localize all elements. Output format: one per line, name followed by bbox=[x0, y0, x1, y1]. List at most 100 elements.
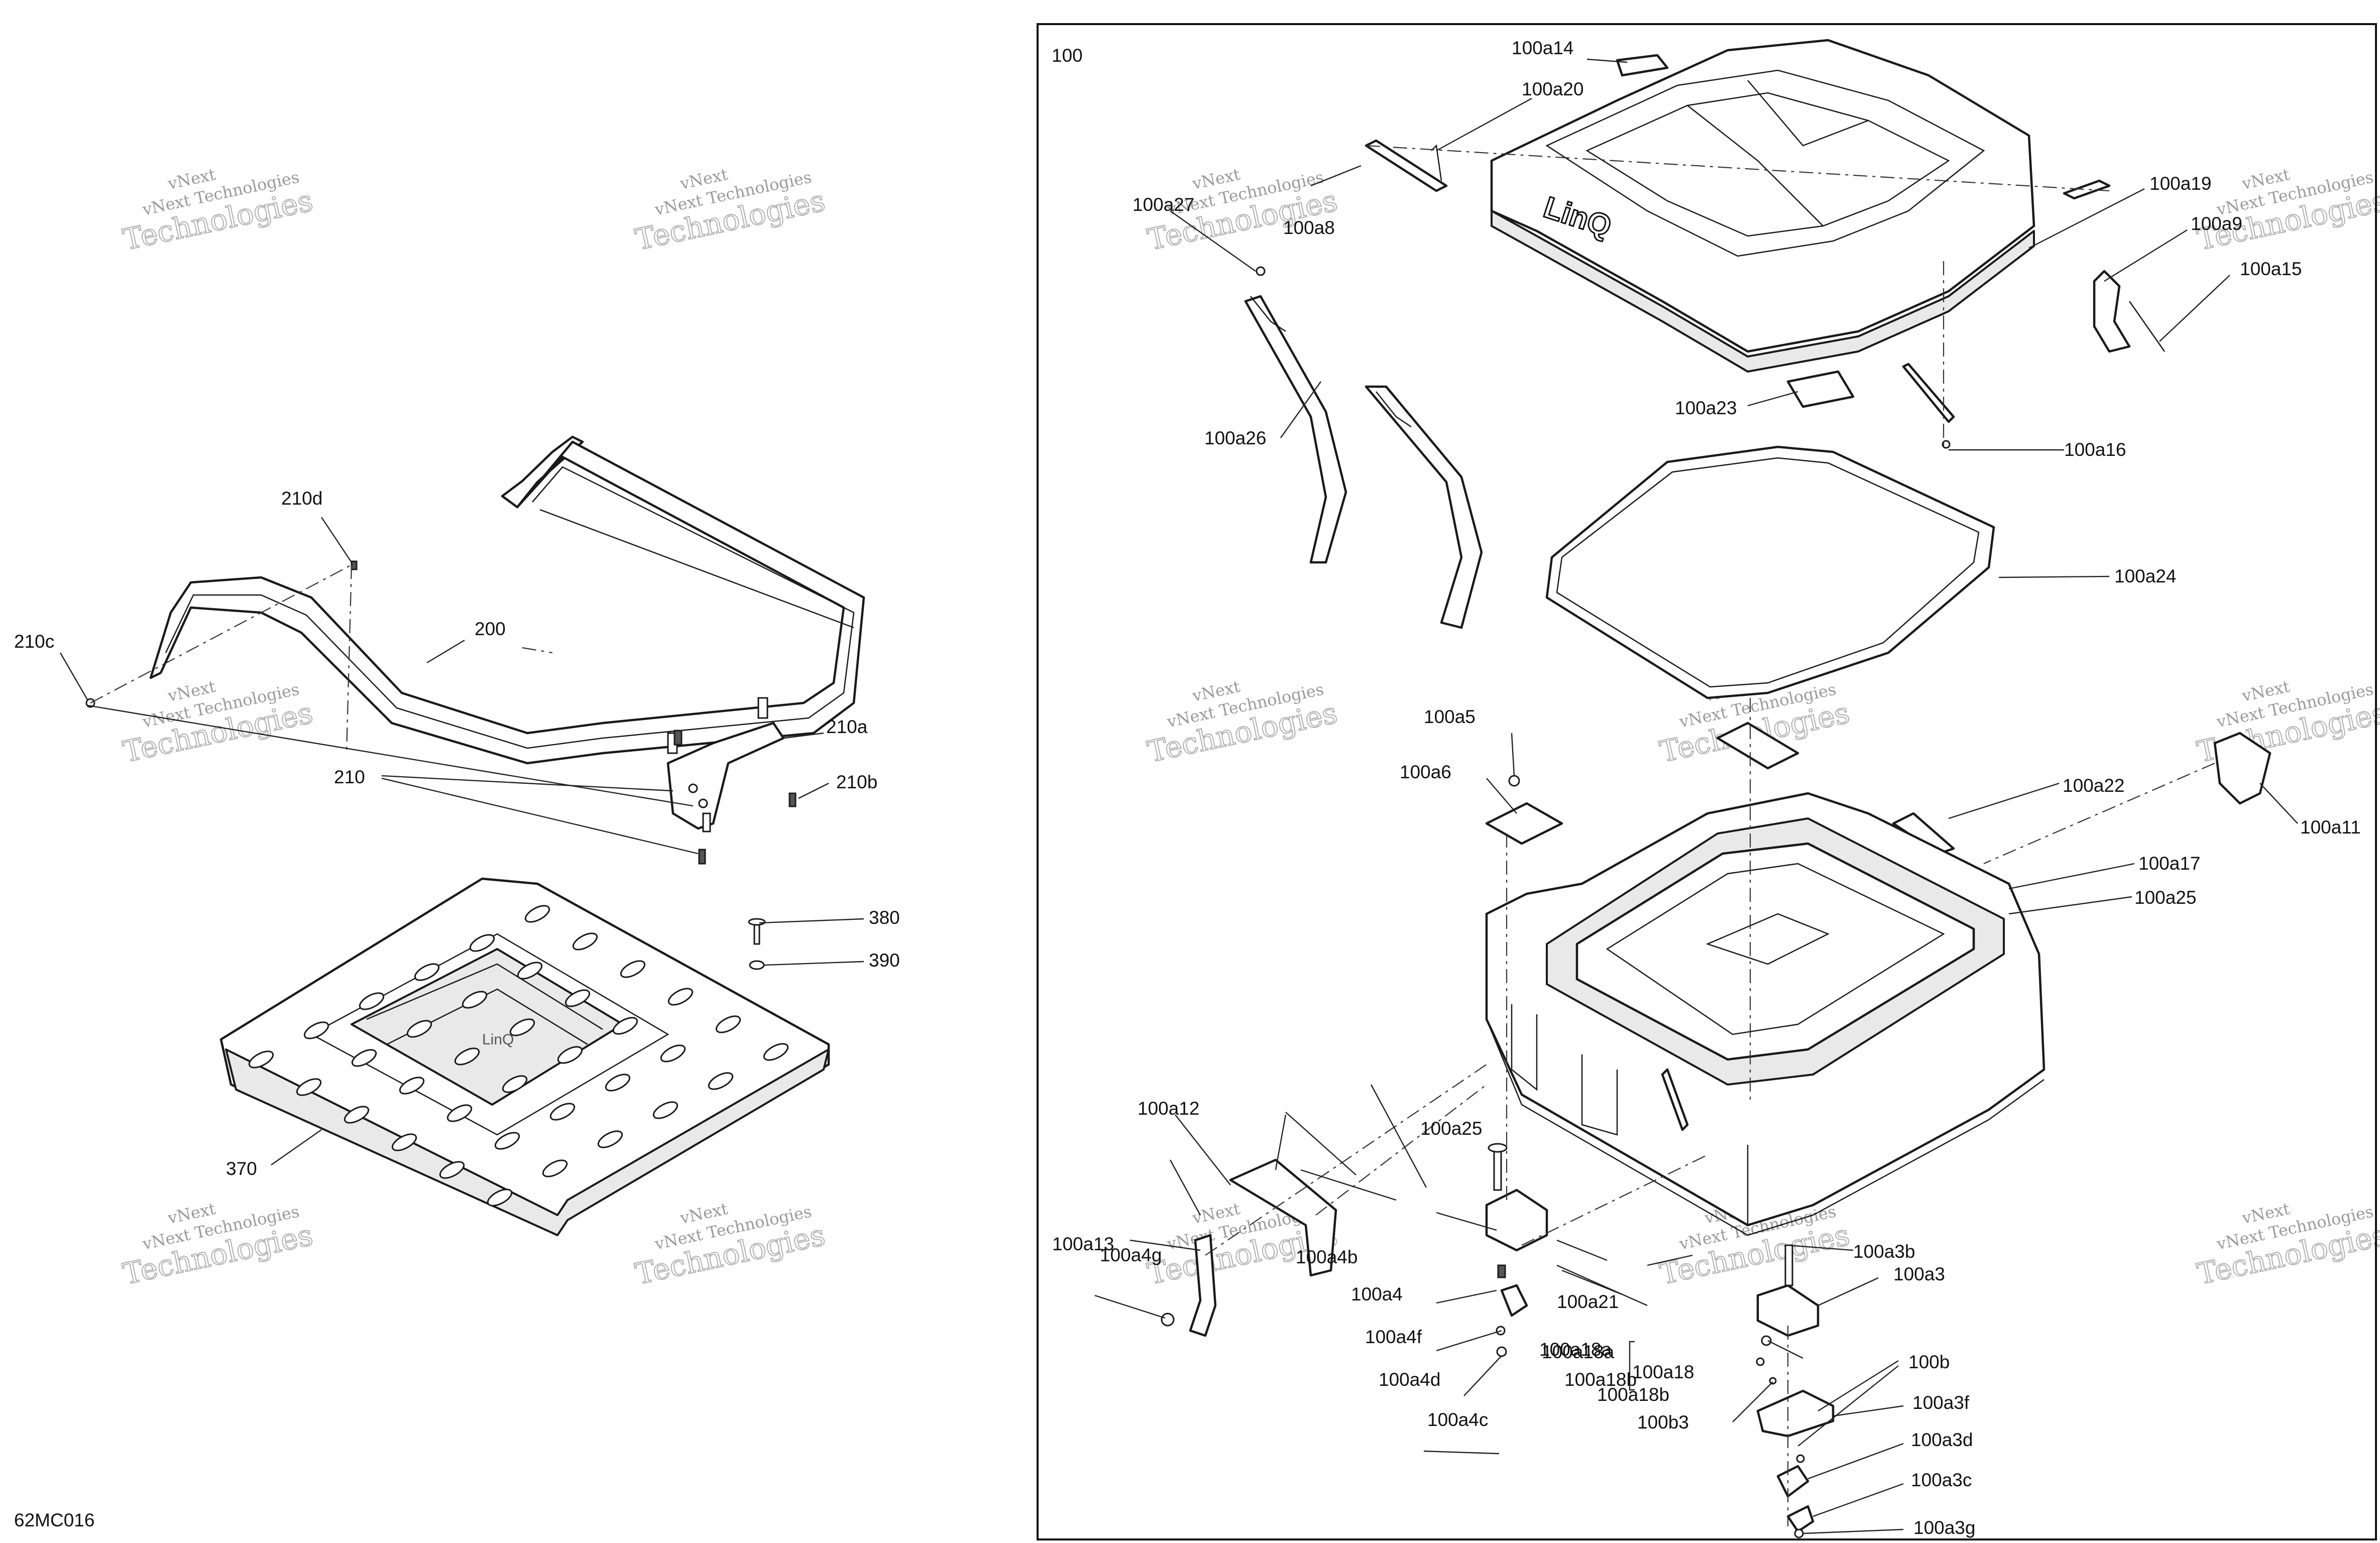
rack-slot bbox=[406, 1020, 432, 1038]
rack-slot bbox=[708, 1072, 734, 1090]
callout-100a18b: 100a18b bbox=[1564, 1369, 1637, 1390]
leaders-left bbox=[59, 517, 864, 1165]
callout-100b3: 100b3 bbox=[1637, 1412, 1689, 1433]
callout-100a12: 100a12 bbox=[1138, 1098, 1199, 1119]
rack-slot bbox=[524, 905, 550, 923]
rack-slot bbox=[564, 989, 591, 1007]
rack-slot bbox=[391, 1133, 417, 1151]
bracket-210-drawing bbox=[666, 722, 785, 833]
rack-slot bbox=[542, 1159, 568, 1177]
callout-370: 370 bbox=[226, 1158, 257, 1179]
rack-slot bbox=[597, 1130, 623, 1148]
rack-slot bbox=[549, 1103, 576, 1121]
rack-slot bbox=[605, 1074, 631, 1092]
rack-slot bbox=[462, 991, 488, 1009]
rack-slot bbox=[502, 1075, 528, 1093]
group-label: 100 bbox=[1052, 45, 1083, 66]
callout-390: 390 bbox=[869, 950, 900, 971]
seal-drawing bbox=[1545, 445, 1995, 699]
rack-slot bbox=[414, 963, 440, 981]
rack-slot bbox=[454, 1047, 480, 1065]
callout-100a24: 100a24 bbox=[2114, 566, 2176, 586]
callout-100a22: 100a22 bbox=[2063, 775, 2124, 796]
rack-slot bbox=[303, 1021, 329, 1039]
leaders-right bbox=[1094, 58, 2298, 1534]
latch-assemblies bbox=[1161, 1143, 1835, 1538]
rack-slot bbox=[509, 1018, 535, 1036]
hardware-left bbox=[85, 560, 797, 970]
callout-210c: 210c bbox=[14, 631, 54, 652]
rack-slot bbox=[715, 1015, 741, 1033]
callout-210b: 210b bbox=[836, 772, 877, 792]
rack-slot bbox=[399, 1077, 425, 1095]
callout-100b: 100b bbox=[1908, 1352, 1950, 1372]
group-100-frame bbox=[1037, 23, 2377, 1540]
callout-100a4d: 100a4d bbox=[1379, 1369, 1440, 1390]
callout-100a5: 100a5 bbox=[1424, 706, 1476, 727]
callout-100a17: 100a17 bbox=[2138, 853, 2200, 874]
callout-100a4b: 100a4b bbox=[1296, 1247, 1357, 1267]
callout-100a3b: 100a3b bbox=[1853, 1241, 1915, 1262]
rack-plate-370-drawing: LinQ bbox=[219, 877, 830, 1236]
rack-slot bbox=[296, 1078, 322, 1096]
rack-slot bbox=[487, 1189, 513, 1207]
callout-100a18b: 100a18b bbox=[1597, 1384, 1669, 1405]
callout-100a25: 100a25 bbox=[1420, 1118, 1482, 1139]
rack-slot bbox=[248, 1050, 274, 1069]
callout-100a3d: 100a3d bbox=[1911, 1430, 1973, 1450]
callout-100a14: 100a14 bbox=[1512, 38, 1573, 58]
rack-slot bbox=[351, 1049, 377, 1067]
rack-slot bbox=[439, 1161, 465, 1179]
callout-100a18a: 100a18a bbox=[1542, 1342, 1614, 1362]
rack-slot bbox=[652, 1101, 678, 1119]
rack-slot bbox=[446, 1104, 473, 1122]
callout-100a15: 100a15 bbox=[2240, 259, 2302, 279]
callout-100a13: 100a13 bbox=[1052, 1234, 1114, 1254]
callout-100a26: 100a26 bbox=[1204, 428, 1266, 448]
rack-slot bbox=[517, 962, 543, 980]
callout-100a4: 100a4 bbox=[1351, 1284, 1403, 1304]
callout-380: 380 bbox=[869, 907, 900, 928]
callout-210d: 210d bbox=[281, 488, 322, 509]
callout-100a3c: 100a3c bbox=[1911, 1470, 1972, 1490]
plates-drawing bbox=[1485, 722, 2272, 855]
rack-slot bbox=[469, 934, 495, 952]
drawing-code: 62MC016 bbox=[14, 1510, 94, 1530]
callout-100a23: 100a23 bbox=[1675, 398, 1737, 418]
straps-drawing bbox=[1244, 266, 1483, 629]
main-box-drawing bbox=[1485, 792, 2046, 1236]
callout-100a3f: 100a3f bbox=[1912, 1392, 1970, 1413]
rack-slot bbox=[494, 1132, 520, 1150]
rack-slot bbox=[763, 1043, 789, 1061]
callout-100a3: 100a3 bbox=[1893, 1264, 1945, 1284]
callout-100a16: 100a16 bbox=[2064, 439, 2126, 460]
callout-100a21: 100a21 bbox=[1557, 1291, 1619, 1312]
callout-100a27: 100a27 bbox=[1132, 194, 1194, 215]
rack-slot bbox=[572, 932, 598, 951]
rack-slot bbox=[612, 1017, 638, 1035]
lid-drawing: LinQ bbox=[1490, 39, 2035, 373]
callout-100a19: 100a19 bbox=[2149, 173, 2211, 194]
rack-slot bbox=[344, 1106, 370, 1124]
rack-slot bbox=[667, 988, 694, 1006]
callout-100a20: 100a20 bbox=[1522, 79, 1583, 99]
callout-100a11: 100a11 bbox=[2300, 817, 2361, 838]
callout-100a3g: 100a3g bbox=[1913, 1517, 1975, 1538]
lid-hardware bbox=[1365, 139, 2166, 449]
callout-100a18a: 100a18a bbox=[1539, 1339, 1612, 1360]
callout-100a6: 100a6 bbox=[1400, 762, 1451, 782]
callout-200: 200 bbox=[475, 619, 506, 639]
callout-210: 210 bbox=[334, 767, 365, 787]
callout-100a8: 100a8 bbox=[1283, 217, 1335, 238]
callout-100a4g: 100a4g bbox=[1100, 1245, 1162, 1265]
callout-labels: 100a14100a20100a27100a8100a19100a9100a15… bbox=[14, 38, 2361, 1538]
rack-slot bbox=[660, 1044, 686, 1062]
